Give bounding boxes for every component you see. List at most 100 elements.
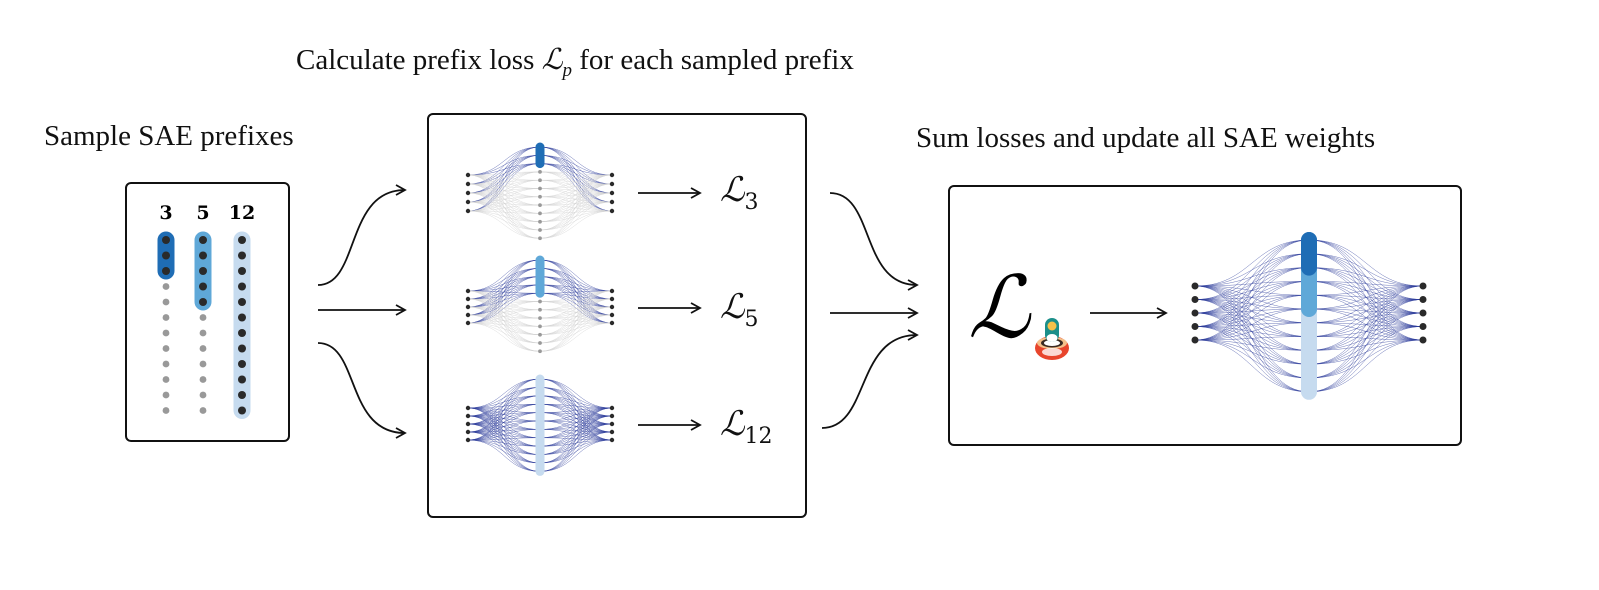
weight-edge: [1308, 285, 1424, 393]
neuron: [199, 407, 207, 414]
neuron: [199, 298, 207, 306]
arrow-from-loss-3: [829, 192, 919, 291]
latent-neuron: [538, 170, 542, 174]
weight-edge: [539, 423, 613, 472]
matryoshka-doll-icon: [1035, 318, 1069, 360]
neuron: [199, 376, 207, 383]
input-neuron: [465, 172, 471, 178]
calculate-title-suffix: for each sampled prefix: [572, 44, 854, 76]
neuron: [162, 298, 170, 306]
neuron: [238, 236, 246, 244]
weight-edge: [539, 171, 613, 212]
weight-edge: [539, 407, 613, 472]
weight-edge: [467, 298, 541, 352]
latent-highlight-3: [1301, 232, 1317, 276]
neuron: [238, 313, 246, 322]
neuron: [162, 314, 170, 321]
output-neuron: [609, 421, 615, 427]
neuron: [238, 391, 246, 399]
output-neuron: [609, 405, 615, 411]
weight-edge: [1194, 299, 1310, 393]
weight-edge: [1308, 253, 1424, 287]
weight-edge: [467, 201, 541, 222]
input-neuron: [465, 421, 471, 427]
neuron: [162, 360, 170, 368]
neuron: [238, 360, 246, 368]
neuron: [199, 360, 207, 368]
input-neuron: [465, 190, 471, 196]
prefix-label-5: 5: [196, 202, 210, 224]
output-neuron: [1419, 323, 1427, 330]
weight-edge: [467, 306, 541, 352]
latent-neuron: [538, 228, 542, 232]
weight-edge: [467, 415, 541, 472]
latent-neuron: [538, 211, 542, 216]
arrow-to-prefix-3: [317, 184, 407, 286]
weight-edge: [539, 163, 613, 212]
weight-edge: [539, 210, 613, 231]
output-neuron: [609, 208, 615, 214]
weight-edge: [467, 210, 541, 222]
weight-edge: [1308, 312, 1424, 393]
weight-edge: [539, 322, 613, 352]
weight-edge: [1194, 285, 1310, 351]
weight-edge: [1308, 239, 1424, 287]
input-neuron: [465, 296, 471, 302]
sae-prefix-12: [465, 376, 615, 474]
latent-neuron: [538, 349, 542, 354]
weight-edge: [1308, 285, 1424, 310]
sae-full: [1191, 236, 1427, 396]
latent-neuron: [538, 341, 542, 345]
weight-edge: [1308, 285, 1424, 296]
weight-edge: [1194, 312, 1310, 393]
input-neuron: [465, 181, 471, 187]
neuron: [238, 406, 246, 415]
weight-edge: [539, 201, 613, 214]
input-neuron: [465, 437, 471, 443]
input-neuron: [1191, 336, 1199, 344]
input-neuron: [465, 413, 471, 419]
neuron: [162, 376, 170, 383]
prefix-loss-panel: [427, 113, 807, 518]
weight-edge: [467, 423, 541, 472]
output-neuron: [609, 172, 615, 178]
weight-edge: [1194, 285, 1310, 393]
weight-edge: [1194, 253, 1310, 287]
neuron: [199, 314, 207, 321]
input-neuron: [465, 312, 471, 318]
weight-edge: [539, 183, 613, 239]
weight-edge: [1194, 239, 1310, 287]
weight-edge: [1194, 285, 1310, 296]
weight-edge: [1308, 281, 1424, 287]
weight-edge: [1308, 267, 1424, 287]
neuron: [199, 282, 207, 291]
weight-edge: [467, 174, 541, 198]
weight-edge: [539, 192, 613, 239]
weight-edge: [467, 378, 541, 409]
weight-edge: [467, 439, 541, 472]
weight-edge: [1194, 285, 1310, 379]
input-neuron: [1191, 309, 1199, 317]
output-neuron: [609, 181, 615, 187]
weight-edge: [1194, 267, 1310, 287]
weight-edge: [539, 298, 613, 352]
neuron: [162, 407, 170, 414]
latent-neuron: [538, 307, 542, 312]
weight-edge: [467, 183, 541, 206]
sae-prefix-5: [465, 257, 615, 354]
neuron: [199, 251, 207, 260]
weight-edge: [539, 290, 613, 352]
weight-edge: [539, 204, 613, 212]
loss-symbol: ℒ: [541, 44, 563, 76]
weight-edge: [1194, 281, 1310, 287]
neuron: [199, 267, 207, 275]
weight-edge: [467, 322, 541, 352]
latent-highlight-5: [535, 255, 545, 298]
weight-edge: [1308, 285, 1424, 379]
weight-edge: [467, 163, 541, 212]
sample-title: Sample SAE prefixes: [44, 120, 294, 152]
prefix-panel: [125, 182, 290, 442]
input-neuron: [1191, 296, 1199, 303]
